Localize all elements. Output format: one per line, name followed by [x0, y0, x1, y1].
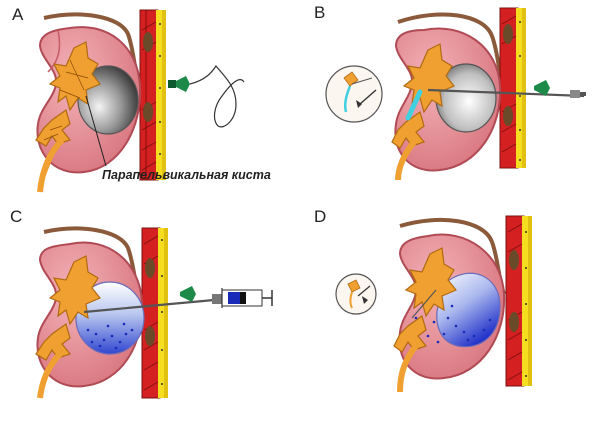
panel-a: [35, 9, 245, 193]
panel-letter-c: C: [10, 207, 23, 226]
inset-detail: [325, 65, 383, 123]
cyst-caption: Парапельвикальная киста: [102, 168, 271, 182]
puncture-tract: [411, 289, 437, 319]
caption-leader: [85, 95, 107, 167]
vessel-wall: [505, 215, 532, 387]
ureteral-stent: [405, 89, 423, 121]
panel-c: [35, 226, 273, 399]
renal-pelvis: [393, 247, 457, 353]
renal-pelvis: [391, 43, 455, 149]
renal-fascia: [397, 12, 506, 89]
inset-detail: [335, 273, 377, 315]
vessel-wall: [139, 9, 166, 181]
contrast-dots: [86, 322, 134, 350]
panel-letter-b: B: [314, 3, 326, 22]
vessel-wall: [141, 227, 168, 399]
renal-pelvis: [35, 255, 101, 361]
guide-wire: [189, 64, 245, 128]
panel-b: [325, 7, 586, 181]
panel-d: [335, 215, 532, 393]
puncture-needle: [427, 80, 586, 98]
needle-hub: [168, 76, 190, 92]
syringe: [83, 286, 273, 314]
panel-letter-a: A: [12, 5, 24, 24]
vessel-wall: [499, 7, 526, 169]
panel-letter-d: D: [314, 207, 327, 226]
